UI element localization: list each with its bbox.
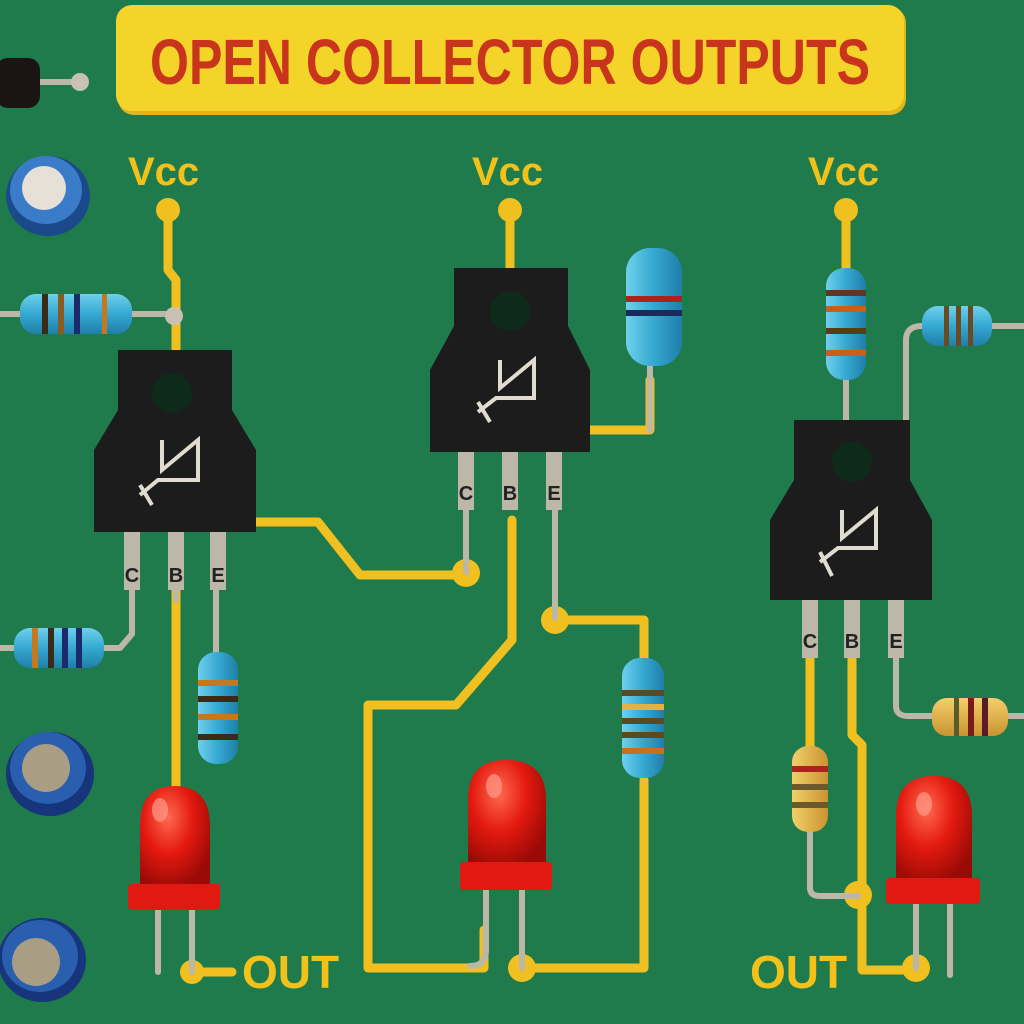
resistor-right-tan-vertical [792,746,861,899]
pin-label: E [547,483,560,505]
ferrite-bead [0,58,89,108]
vcc-label-1: Vcc [128,150,199,194]
out-label-1: OUT [242,946,339,998]
led-2 [460,760,552,971]
resistor-right-tan [893,637,1024,736]
pin-label: E [889,631,902,653]
pin-label: C [125,565,139,587]
pin-label: B [845,631,859,653]
capacitor-2 [6,732,94,816]
pin-label: C [459,483,473,505]
transistor-2: C B E [430,268,590,621]
pin-label: C [803,631,817,653]
pin-label: B [169,565,183,587]
resistor-middle-top [626,248,682,433]
capacitor-3 [0,918,86,1002]
title-text: OPEN COLLECTOR OUTPUTS [150,26,870,98]
title-plate: OPEN COLLECTOR OUTPUTS [116,5,906,115]
capacitor-1 [6,156,90,236]
resistor-right-vertical [826,268,866,423]
led-1 [128,786,220,975]
transistor-3: C B E [770,420,932,658]
out-label-2: OUT [750,946,847,998]
resistor-left-top [0,294,183,334]
led-3 [886,776,980,978]
pin-label: B [503,483,517,505]
resistor-right-top [903,306,1024,423]
pin-label: E [211,565,224,587]
vcc-label-3: Vcc [808,150,879,194]
vcc-label-2: Vcc [472,150,543,194]
resistor-middle-bottom [622,658,664,778]
transistor-1: C B E [94,350,256,603]
